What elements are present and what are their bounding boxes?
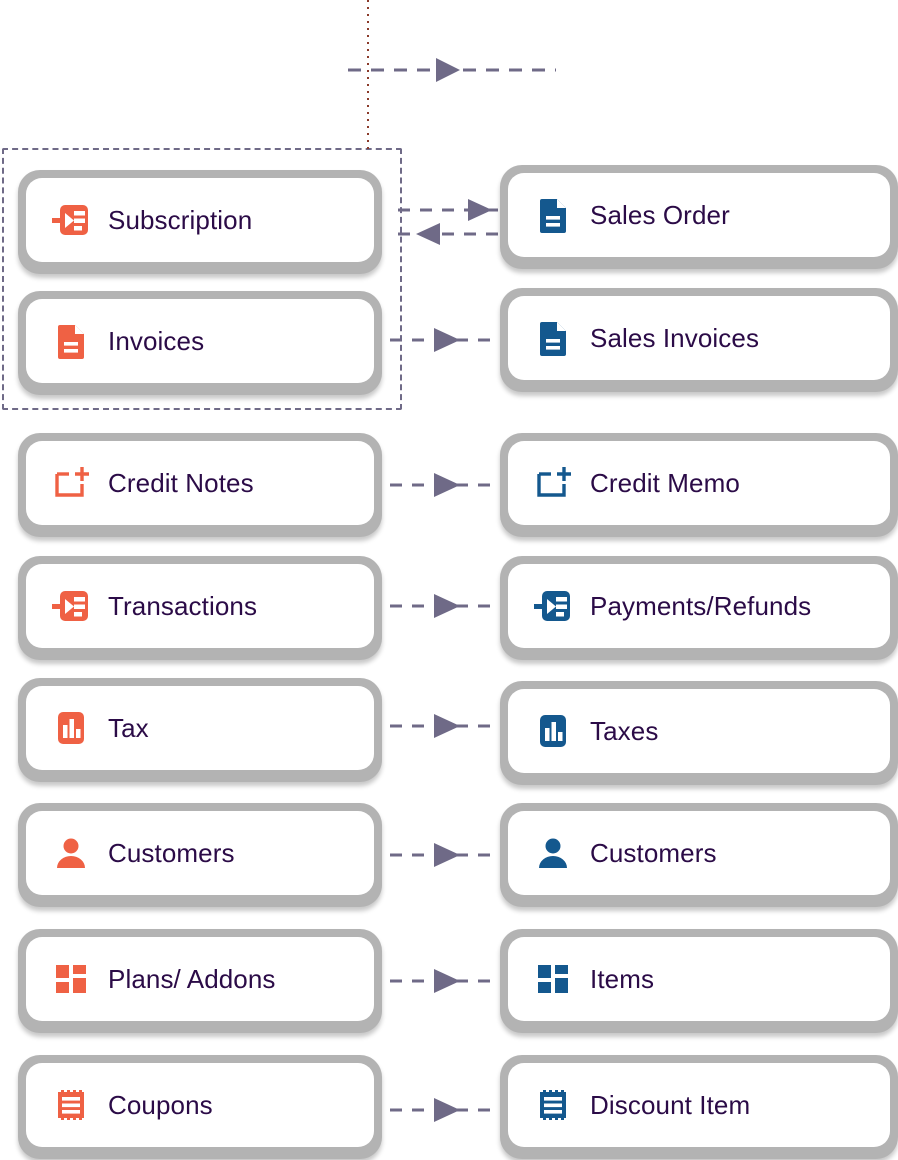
connector-row-8	[390, 1098, 506, 1122]
connector-row-2	[390, 328, 506, 352]
person-icon	[534, 834, 572, 872]
top-connector-arrowhead	[436, 58, 460, 82]
source-card-tax[interactable]: Tax	[18, 678, 382, 782]
card-body: Credit Memo	[508, 441, 890, 525]
connector-row-1-arrowhead-right	[468, 199, 492, 221]
source-card-invoices[interactable]: Invoices	[18, 291, 382, 395]
card-label: Invoices	[108, 325, 205, 356]
target-card-payments-refunds[interactable]: Payments/Refunds	[500, 556, 898, 660]
group-boundary-box	[2, 148, 402, 410]
card-label: Discount Item	[590, 1089, 751, 1120]
connector-row-3	[390, 473, 506, 497]
connector-row-7	[390, 969, 506, 993]
grid-blocks-icon	[52, 960, 90, 998]
source-card-credit-notes[interactable]: Credit Notes	[18, 433, 382, 537]
card-body: Discount Item	[508, 1063, 890, 1147]
target-card-items[interactable]: Items	[500, 929, 898, 1033]
card-body: Sales Order	[508, 173, 890, 257]
card-label: Transactions	[108, 590, 258, 621]
card-label: Items	[590, 963, 655, 994]
source-card-plans-addons[interactable]: Plans/ Addons	[18, 929, 382, 1033]
target-card-sales-invoices[interactable]: Sales Invoices	[500, 288, 898, 392]
document-icon	[534, 319, 572, 357]
card-label: Customers	[108, 837, 235, 868]
card-body: Taxes	[508, 689, 890, 773]
card-body: Items	[508, 937, 890, 1021]
grid-blocks-icon	[534, 960, 572, 998]
card-body: Tax	[26, 686, 374, 770]
subscription-icon	[52, 587, 90, 625]
connector-row-5	[390, 714, 506, 738]
target-card-discount-item[interactable]: Discount Item	[500, 1055, 898, 1159]
card-label: Payments/Refunds	[590, 590, 812, 621]
connector-row-4	[390, 594, 506, 618]
source-card-coupons[interactable]: Coupons	[18, 1055, 382, 1159]
target-card-customers[interactable]: Customers	[500, 803, 898, 907]
card-body: Credit Notes	[26, 441, 374, 525]
card-body: Coupons	[26, 1063, 374, 1147]
card-label: Taxes	[590, 715, 659, 746]
bar-chart-icon	[534, 712, 572, 750]
source-card-customers[interactable]: Customers	[18, 803, 382, 907]
card-body: Customers	[26, 811, 374, 895]
target-card-sales-order[interactable]: Sales Order	[500, 165, 898, 269]
credit-note-icon	[534, 464, 572, 502]
card-label: Coupons	[108, 1089, 213, 1120]
card-body: Subscription	[26, 178, 374, 262]
card-label: Subscription	[108, 204, 253, 235]
card-label: Credit Memo	[590, 467, 740, 498]
person-icon	[52, 834, 90, 872]
card-body: Sales Invoices	[508, 296, 890, 380]
card-label: Tax	[108, 712, 149, 743]
ticket-icon	[534, 1086, 572, 1124]
ticket-icon	[52, 1086, 90, 1124]
target-card-taxes[interactable]: Taxes	[500, 681, 898, 785]
document-icon	[534, 196, 572, 234]
card-body: Invoices	[26, 299, 374, 383]
card-label: Customers	[590, 837, 717, 868]
card-label: Sales Invoices	[590, 322, 760, 353]
card-label: Plans/ Addons	[108, 963, 276, 994]
document-icon	[52, 322, 90, 360]
subscription-icon	[52, 201, 90, 239]
bar-chart-icon	[52, 709, 90, 747]
card-label: Sales Order	[590, 199, 730, 230]
credit-note-icon	[52, 464, 90, 502]
source-card-transactions[interactable]: Transactions	[18, 556, 382, 660]
card-label: Credit Notes	[108, 467, 254, 498]
subscription-icon	[534, 587, 572, 625]
card-body: Payments/Refunds	[508, 564, 890, 648]
card-body: Transactions	[26, 564, 374, 648]
target-card-credit-memo[interactable]: Credit Memo	[500, 433, 898, 537]
card-body: Customers	[508, 811, 890, 895]
connector-row-6	[390, 843, 506, 867]
card-body: Plans/ Addons	[26, 937, 374, 1021]
connector-row-1-arrowhead-left	[416, 223, 440, 245]
source-card-subscription[interactable]: Subscription	[18, 170, 382, 274]
